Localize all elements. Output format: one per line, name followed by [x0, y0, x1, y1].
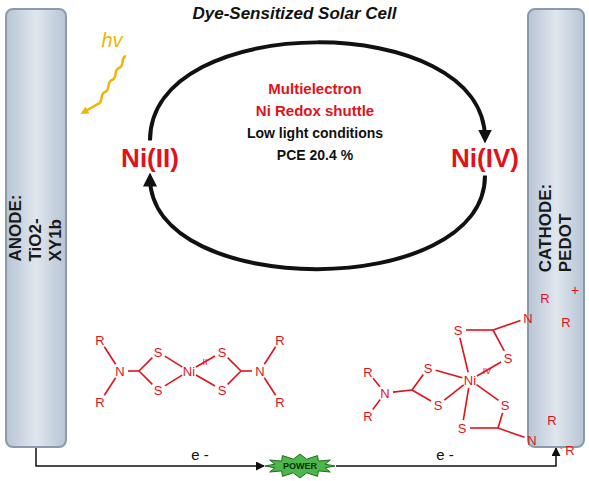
species-label: Ni(IV) [447, 141, 523, 176]
atom-label: S [218, 346, 227, 359]
cycle-arrow [150, 42, 485, 140]
bond-line [264, 378, 275, 396]
diagram-title: Dye-Sensitized Solar Cell [0, 4, 589, 24]
bond-line [196, 356, 215, 367]
feature-text: Ni Redox shuttle [256, 103, 374, 118]
atom-label: S [501, 399, 510, 412]
molecule-bonds [104, 304, 562, 448]
bond-line [139, 358, 152, 371]
atom-label: S [454, 324, 463, 337]
atom-label: + [571, 283, 579, 297]
bond-line [264, 347, 275, 365]
atom-label: S [424, 362, 433, 375]
anode-panel: ANODE: TiO2-XY1b [5, 8, 67, 448]
bond-line [373, 378, 380, 387]
bond-line [412, 390, 431, 401]
atom-label: II [202, 358, 207, 367]
bond-line [436, 370, 463, 378]
feature-text: Low light conditions [247, 126, 383, 140]
atom-label: N [380, 387, 389, 400]
atom-label: S [154, 346, 163, 359]
bond-line [165, 375, 182, 386]
cathode-panel: CATHODE: PEDOT [527, 8, 585, 448]
light-wave [84, 56, 126, 112]
atom-label: R [95, 334, 104, 347]
star-outline [265, 454, 335, 478]
atom-label: R [95, 396, 104, 409]
atom-label: S [504, 352, 513, 365]
cycle-arrow [150, 176, 485, 270]
atom-label: R [540, 292, 549, 305]
atom-label: Ni [183, 365, 195, 378]
atom-label: R [565, 444, 574, 457]
electron-label: e - [434, 446, 456, 463]
bond-line [444, 385, 463, 400]
species-text: Ni(IV) [451, 143, 519, 174]
bond-line [165, 356, 182, 367]
bond-line [104, 378, 115, 396]
bond-line [460, 338, 468, 372]
bond-line [128, 370, 139, 372]
species-label: Ni(II) [117, 141, 183, 176]
bond-line [463, 388, 468, 420]
bond-line [393, 390, 412, 392]
power-text: POWER [283, 461, 317, 471]
bond-line [228, 358, 241, 371]
bond-line [104, 347, 115, 365]
atom-label: R [547, 414, 556, 427]
bond-line [498, 413, 503, 428]
atom-label: N [115, 365, 124, 378]
atom-label: N [527, 434, 536, 447]
atom-label: R [363, 410, 372, 423]
bond-line [412, 374, 423, 390]
atom-label: N [255, 365, 264, 378]
bond-line [241, 370, 252, 372]
atom-label: S [434, 399, 443, 412]
bond-line [477, 385, 499, 401]
bond-line [466, 329, 493, 331]
bond-line [196, 375, 215, 386]
electron-label: e - [189, 446, 211, 463]
electrode-label: ANODE: TiO2-XY1b [6, 194, 66, 261]
power-star: POWER [264, 453, 336, 479]
feature-text: Multielectron [268, 81, 361, 96]
bond-line [470, 427, 498, 429]
atom-label: R [275, 334, 284, 347]
feature-text: PCE 20.4 % [277, 148, 353, 162]
atom-label: R [275, 396, 284, 409]
atom-label: S [154, 384, 163, 397]
atom-label: IV [483, 367, 492, 376]
species-text: Ni(II) [121, 143, 179, 174]
light-label: hv [101, 30, 122, 50]
bond-line [373, 399, 380, 409]
atom-label: R [561, 316, 570, 329]
bond-line [477, 362, 501, 376]
bond-line [493, 330, 504, 351]
atom-label: R [363, 366, 372, 379]
atom-label: S [458, 422, 467, 435]
electrode-label: CATHODE: PEDOT [536, 184, 576, 272]
bond-line [493, 321, 520, 330]
atom-label: Ni [464, 374, 476, 387]
bond-line [228, 371, 241, 384]
atom-label: S [218, 384, 227, 397]
atom-label: N [523, 312, 532, 325]
bond-line [498, 428, 524, 437]
bond-line [139, 371, 152, 384]
circuit-wire [36, 448, 264, 466]
